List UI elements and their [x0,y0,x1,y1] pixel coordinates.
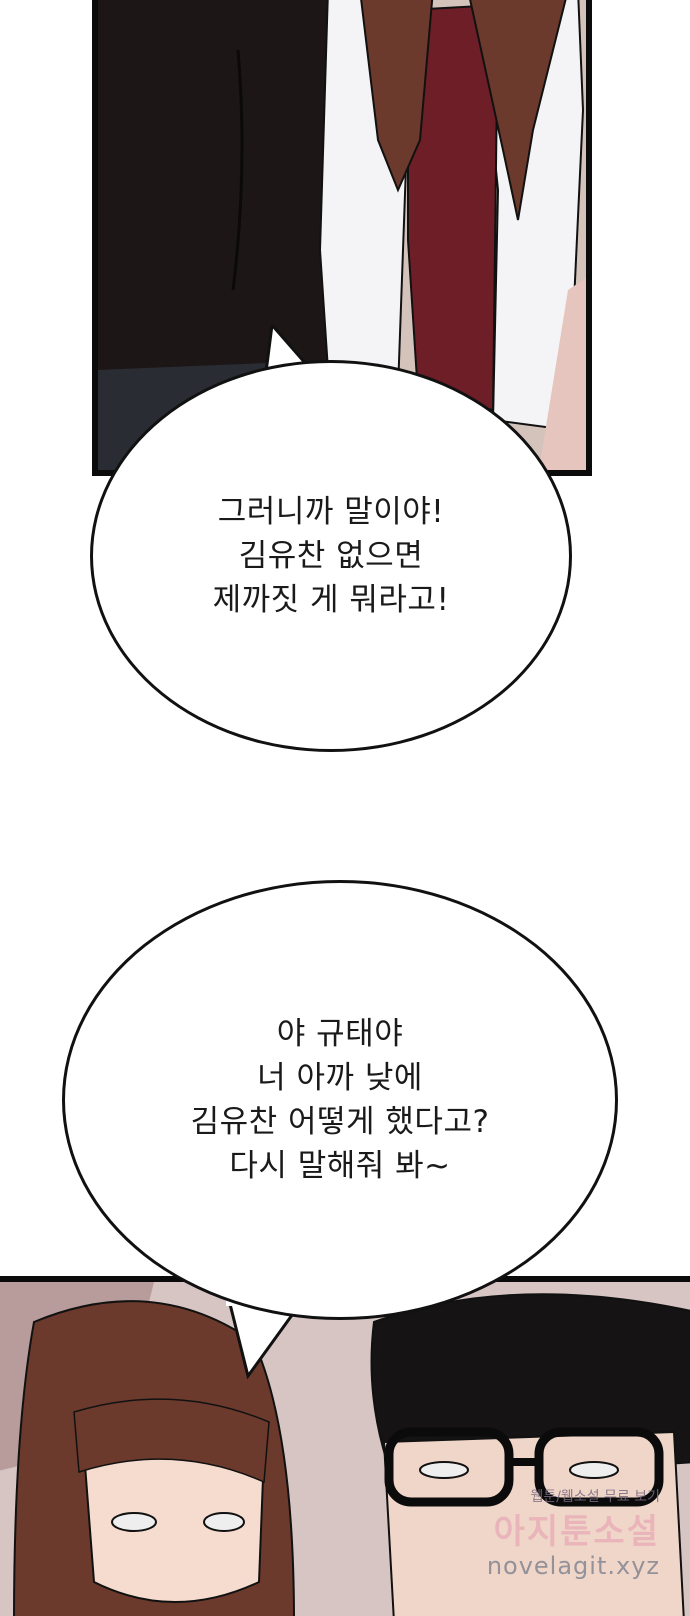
comic-panel-bottom [0,1276,690,1616]
dialogue-line: 그러니까 말이야! [217,494,445,530]
panel-bottom-art [0,1282,690,1616]
dialogue-line: 김유찬 어떻게 했다고? [190,1104,490,1140]
dialogue-line: 야 규태야 [276,1016,404,1052]
watermark-tagline: 웹툰/웹소설 무료 보기 [530,1489,660,1505]
speech-bubble-bottom: 야 규태야 너 아까 낮에 김유찬 어떻게 했다고? 다시 말해줘 봐~ [62,880,618,1320]
speech-bubble-top: 그러니까 말이야! 김유찬 없으면 제까짓 게 뭐라고! [90,360,572,752]
dialogue-line: 김유찬 없으면 [238,538,424,574]
dialogue-line: 다시 말해줘 봐~ [229,1148,451,1184]
dialogue-line: 너 아까 낮에 [257,1060,423,1096]
dialogue-line: 제까짓 게 뭐라고! [212,582,450,618]
watermark-url: novelagit.xyz [486,1552,660,1580]
watermark-brand: 아지툰소설 [493,1512,660,1552]
